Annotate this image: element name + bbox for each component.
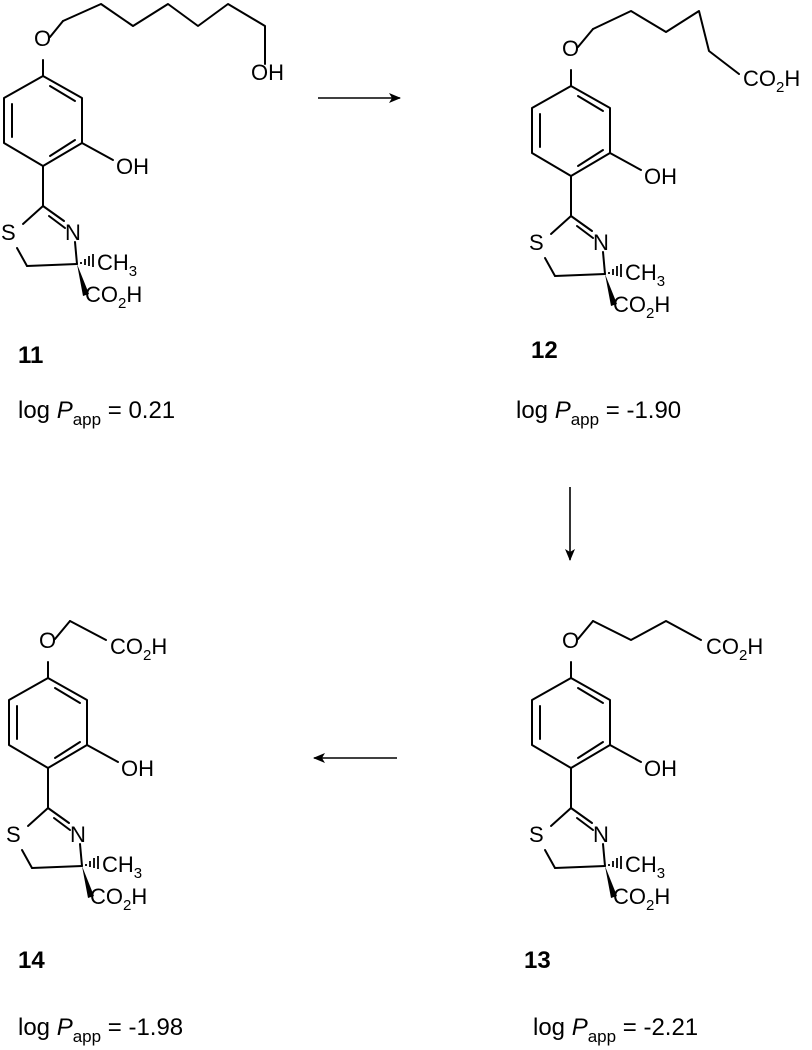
- compound-11-structure: OH: [0, 3, 284, 313]
- compound-12-structure: CO2H: [528, 10, 800, 323]
- acid-label: CO2H: [743, 66, 800, 96]
- compound-11-logp: log Papp = 0.21: [18, 397, 175, 429]
- compound-14-logp: log Papp = -1.98: [18, 1014, 183, 1046]
- compound-11-number: 11: [18, 342, 43, 369]
- compound-12-logp: log Papp = -1.90: [516, 397, 681, 429]
- terminal-hydroxyl-label: OH: [251, 60, 284, 85]
- compound-13-logp: log Papp = -2.21: [533, 1014, 698, 1046]
- compound-12-number: 12: [531, 337, 558, 364]
- acid-label: CO2H: [110, 634, 167, 664]
- acid-label: CO2H: [706, 634, 763, 664]
- compound-14-number: 14: [18, 947, 45, 974]
- compound-13-number: 13: [524, 947, 551, 974]
- compound-14-structure: CO2H: [5, 620, 167, 915]
- compound-13-structure: CO2H: [528, 620, 763, 915]
